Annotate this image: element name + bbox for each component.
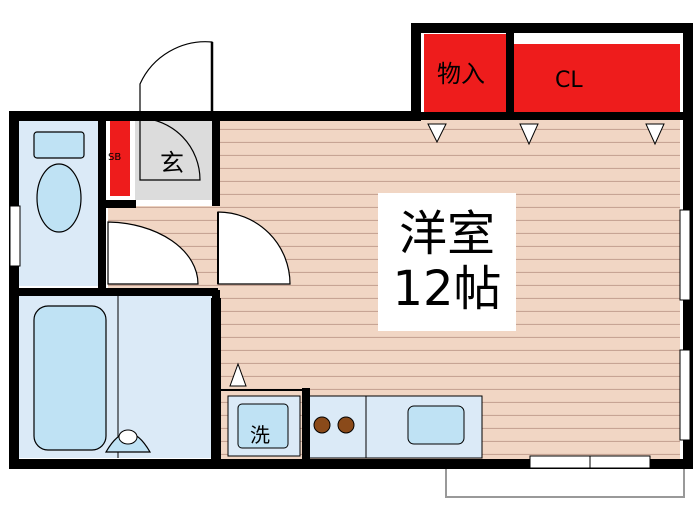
toilet-tank-icon: [33, 131, 85, 159]
shoe-box-area: [110, 120, 130, 196]
window-icon: [679, 349, 691, 441]
toilet-bowl-icon: [36, 163, 82, 233]
closet-area: [514, 44, 680, 114]
stove-burner-icon: [337, 416, 355, 434]
washer-box: [237, 403, 289, 449]
ac-marker-icon: [229, 362, 247, 387]
washer-label: 洗: [250, 423, 270, 447]
kitchen-sink-icon: [407, 405, 465, 445]
main-room-size: 12帖: [392, 261, 502, 317]
closet-label: CL: [555, 68, 583, 93]
main-room-type: 洋室: [398, 205, 495, 262]
window-icon: [679, 209, 691, 301]
storage-area: [424, 34, 508, 114]
door-swing-icon: [107, 41, 291, 285]
entrance-label: 玄: [160, 149, 184, 177]
storage-label: 物入: [437, 60, 485, 88]
stove-burner-icon: [313, 416, 331, 434]
interior-walls: [14, 32, 688, 464]
shoe-box-label: SB: [108, 152, 122, 163]
bathtub-icon: [33, 305, 107, 451]
window-icon: [9, 205, 21, 267]
main-room-label: 洋室 12帖: [378, 193, 516, 331]
closet-door-markers: [427, 123, 665, 146]
entrance-floor: [135, 118, 215, 200]
